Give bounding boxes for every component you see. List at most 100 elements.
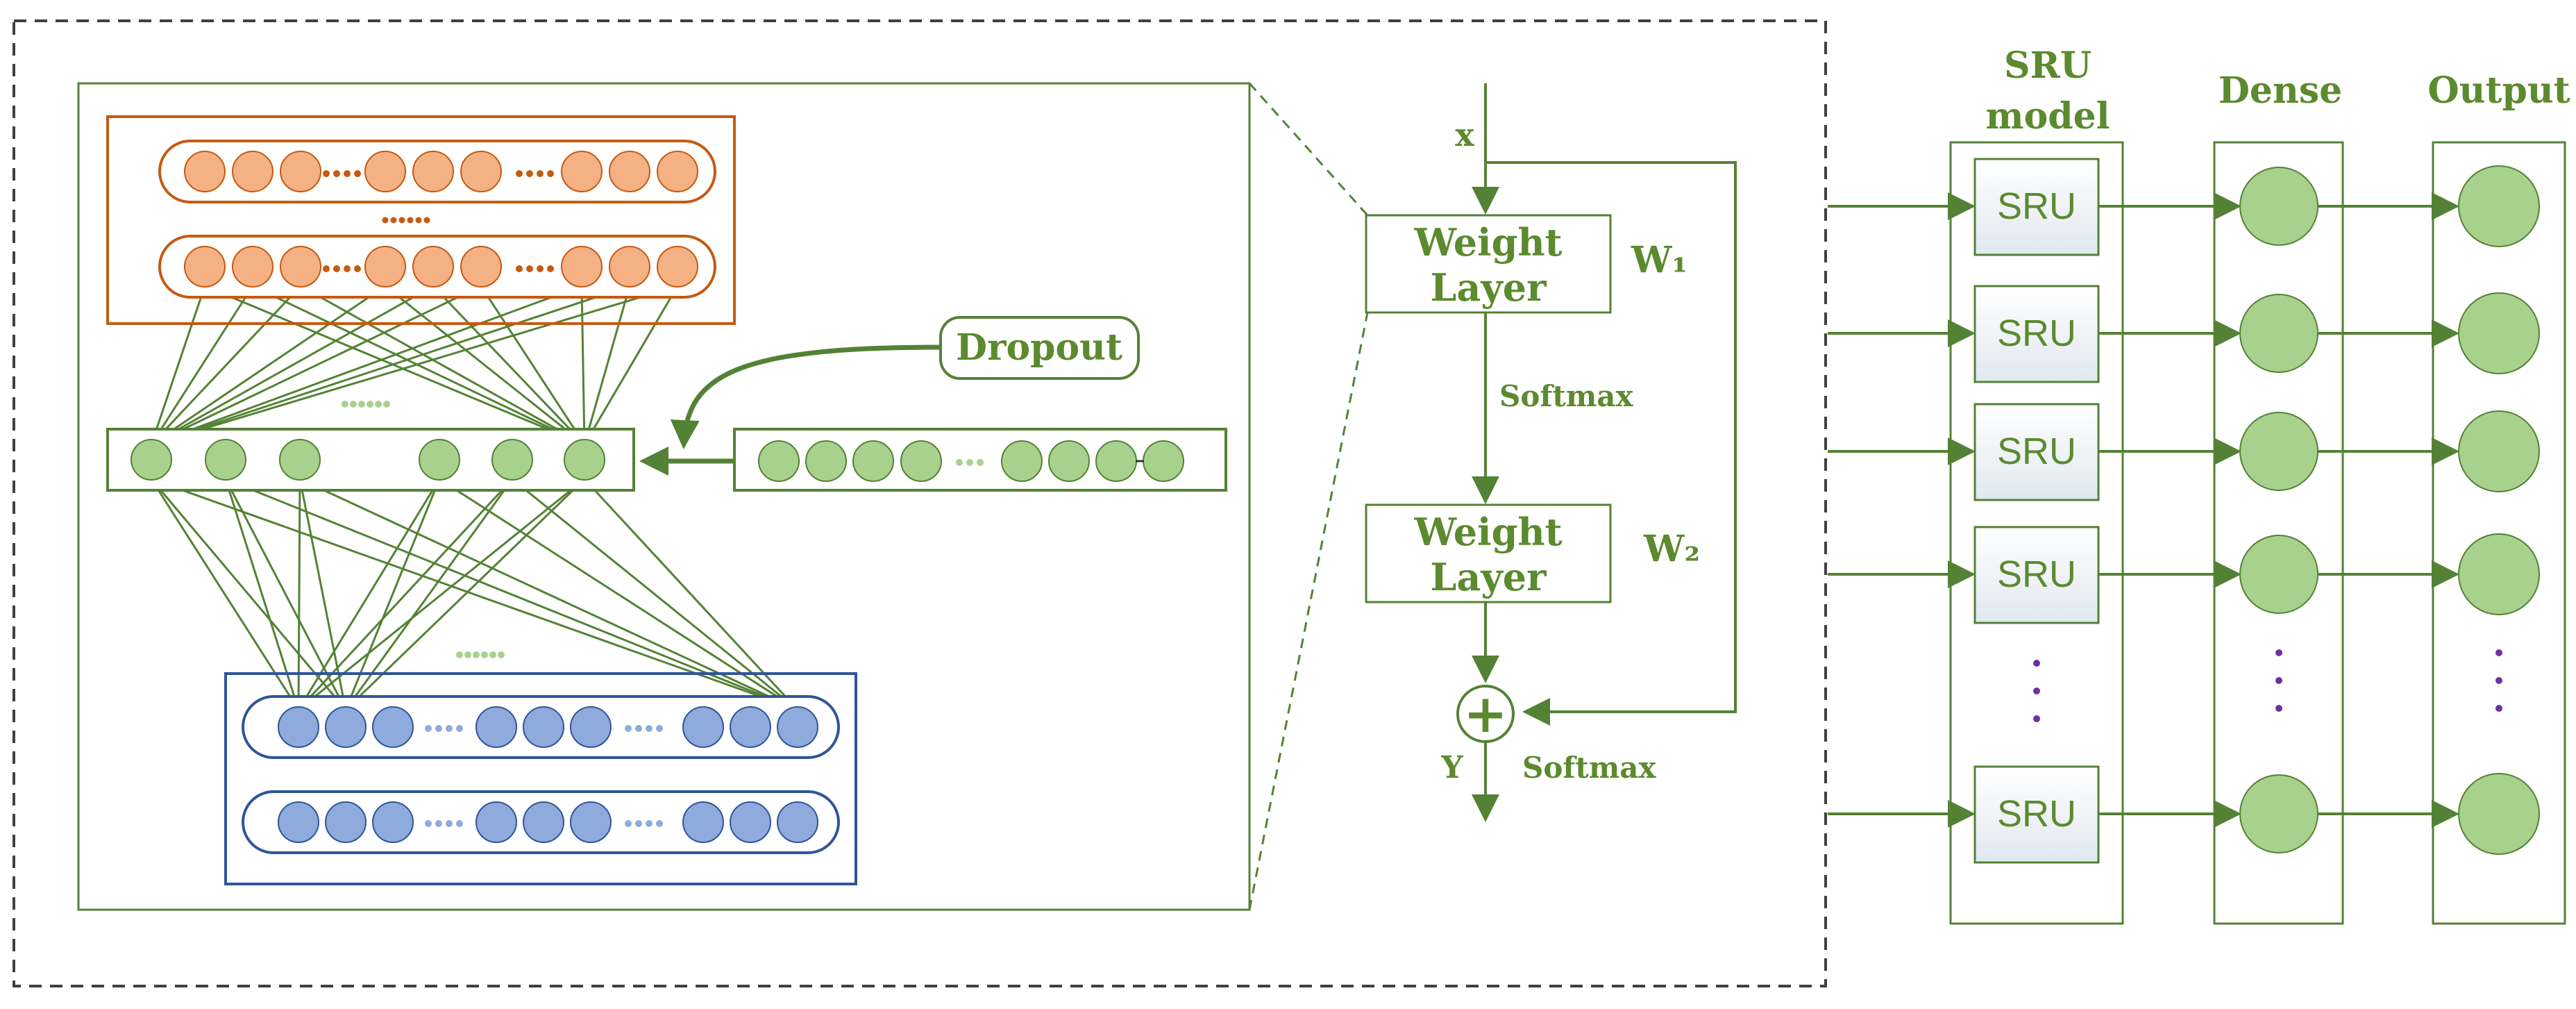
orange-node xyxy=(364,246,406,287)
w2-label: W₂ xyxy=(1643,528,1700,570)
connection-line xyxy=(204,285,585,446)
blue-node xyxy=(730,706,771,748)
connection-line xyxy=(151,478,798,711)
sru-cell-box xyxy=(1973,765,2100,864)
w1-label: W₁ xyxy=(1631,239,1687,281)
output-vertical-ellipsis xyxy=(2495,649,2502,712)
orange-ellipsis-dot xyxy=(354,170,361,177)
weight-layer-1-line1: Weight xyxy=(1413,220,1562,265)
orange-node xyxy=(280,246,321,287)
orange-between-rows-dot xyxy=(398,217,405,224)
hidden-ellipsis-dot xyxy=(342,401,348,408)
dense-node xyxy=(2239,412,2318,491)
orange-input-block xyxy=(106,115,736,325)
dropout-curve-arrow xyxy=(670,344,941,449)
plus-icon: + xyxy=(1463,683,1508,744)
dropout-row-node xyxy=(758,440,800,482)
blue-ellipsis-dot xyxy=(456,820,463,827)
sru-vertical-ellipsis xyxy=(2033,660,2040,722)
blue-ellipsis-dot xyxy=(446,725,453,732)
blue-output-block xyxy=(224,672,857,885)
connection-line xyxy=(151,285,630,446)
sru-cell-label: SRU xyxy=(1997,312,2076,354)
blue-node xyxy=(278,801,319,843)
zoom-connector-bottom xyxy=(1248,312,1369,910)
connection-line xyxy=(344,478,441,710)
blue-ellipsis-dot xyxy=(425,820,432,827)
hidden-node xyxy=(491,439,533,481)
orange-ellipsis-dot xyxy=(344,265,351,272)
connection-line xyxy=(150,285,254,445)
connection-line xyxy=(344,478,514,710)
blue-ellipsis-dot xyxy=(656,725,663,732)
output-y-label: Y xyxy=(1440,750,1463,785)
dense-node xyxy=(2239,167,2318,246)
weight-layer-2-line1: Weight xyxy=(1413,510,1562,554)
sru-cell-box xyxy=(1973,158,2100,256)
connection-line xyxy=(297,478,441,710)
sru-cell-label: SRU xyxy=(1997,431,2076,472)
blue-node xyxy=(777,706,818,748)
blue-ellipsis-dot xyxy=(435,820,442,827)
blue-node xyxy=(570,706,612,748)
hidden-ellipsis-dot xyxy=(358,401,365,408)
orange-node xyxy=(280,151,321,192)
connection-line xyxy=(150,478,347,710)
orange-between-rows-dot xyxy=(382,217,389,224)
softmax-out-label: Softmax xyxy=(1522,751,1656,785)
orange-node xyxy=(232,151,273,192)
orange-node xyxy=(460,151,502,192)
weight-layer-1-box xyxy=(1365,214,1612,314)
connection-line xyxy=(224,478,300,710)
blue-ellipsis-dot xyxy=(425,725,432,732)
dropout-row-node xyxy=(805,440,847,482)
blue-ellipsis-dot xyxy=(635,820,642,827)
orange-node xyxy=(364,151,406,192)
orange-node xyxy=(657,151,698,192)
hidden-node xyxy=(564,439,605,481)
hidden-node xyxy=(205,439,246,481)
dropout-row-node xyxy=(1048,440,1090,482)
orange-node xyxy=(412,151,454,192)
dropout-row-node xyxy=(1001,440,1043,482)
connection-line xyxy=(432,285,586,446)
blue-ellipsis-dot xyxy=(446,820,453,827)
blue-ellipsis-dot xyxy=(435,725,442,732)
connection-line xyxy=(151,285,434,446)
blue-node xyxy=(372,801,414,843)
orange-between-rows-dot xyxy=(390,217,397,224)
blue-ellipsis-dot xyxy=(635,725,642,732)
orange-ellipsis-dot xyxy=(323,170,330,177)
connection-line xyxy=(151,285,582,446)
orange-ellipsis-dot xyxy=(547,170,554,177)
hidden-node xyxy=(131,439,172,481)
dropout-ellipsis-dot xyxy=(966,459,973,466)
input-x-label: x xyxy=(1455,116,1474,153)
connection-line xyxy=(385,285,585,446)
orange-ellipsis-dot xyxy=(526,265,533,272)
blue-node xyxy=(730,801,771,843)
orange-node xyxy=(609,151,650,192)
blue-between-dot xyxy=(464,651,471,658)
blue-node xyxy=(372,706,414,748)
weight-layer-1-line2: Layer xyxy=(1430,265,1547,310)
connection-line xyxy=(299,478,798,711)
blue-ellipsis-dot xyxy=(646,820,653,827)
blue-between-dot xyxy=(489,651,496,658)
orange-node xyxy=(412,246,454,287)
output-node xyxy=(2458,410,2540,492)
blue-node xyxy=(475,801,517,843)
orange-ellipsis-dot xyxy=(354,265,361,272)
connection-line xyxy=(150,285,302,446)
output-node xyxy=(2458,773,2540,855)
dropout-label: Dropout xyxy=(956,326,1122,369)
dropout-ellipsis-dot xyxy=(956,459,963,466)
blue-node xyxy=(325,801,367,843)
orange-ellipsis-dot xyxy=(526,170,533,177)
blue-ellipsis-dot xyxy=(625,725,632,732)
orange-node xyxy=(184,246,226,287)
sru-model-title-line2: model xyxy=(1986,95,2110,137)
connection-line xyxy=(151,285,678,446)
dropout-row-node xyxy=(852,440,894,482)
orange-node xyxy=(657,246,698,287)
